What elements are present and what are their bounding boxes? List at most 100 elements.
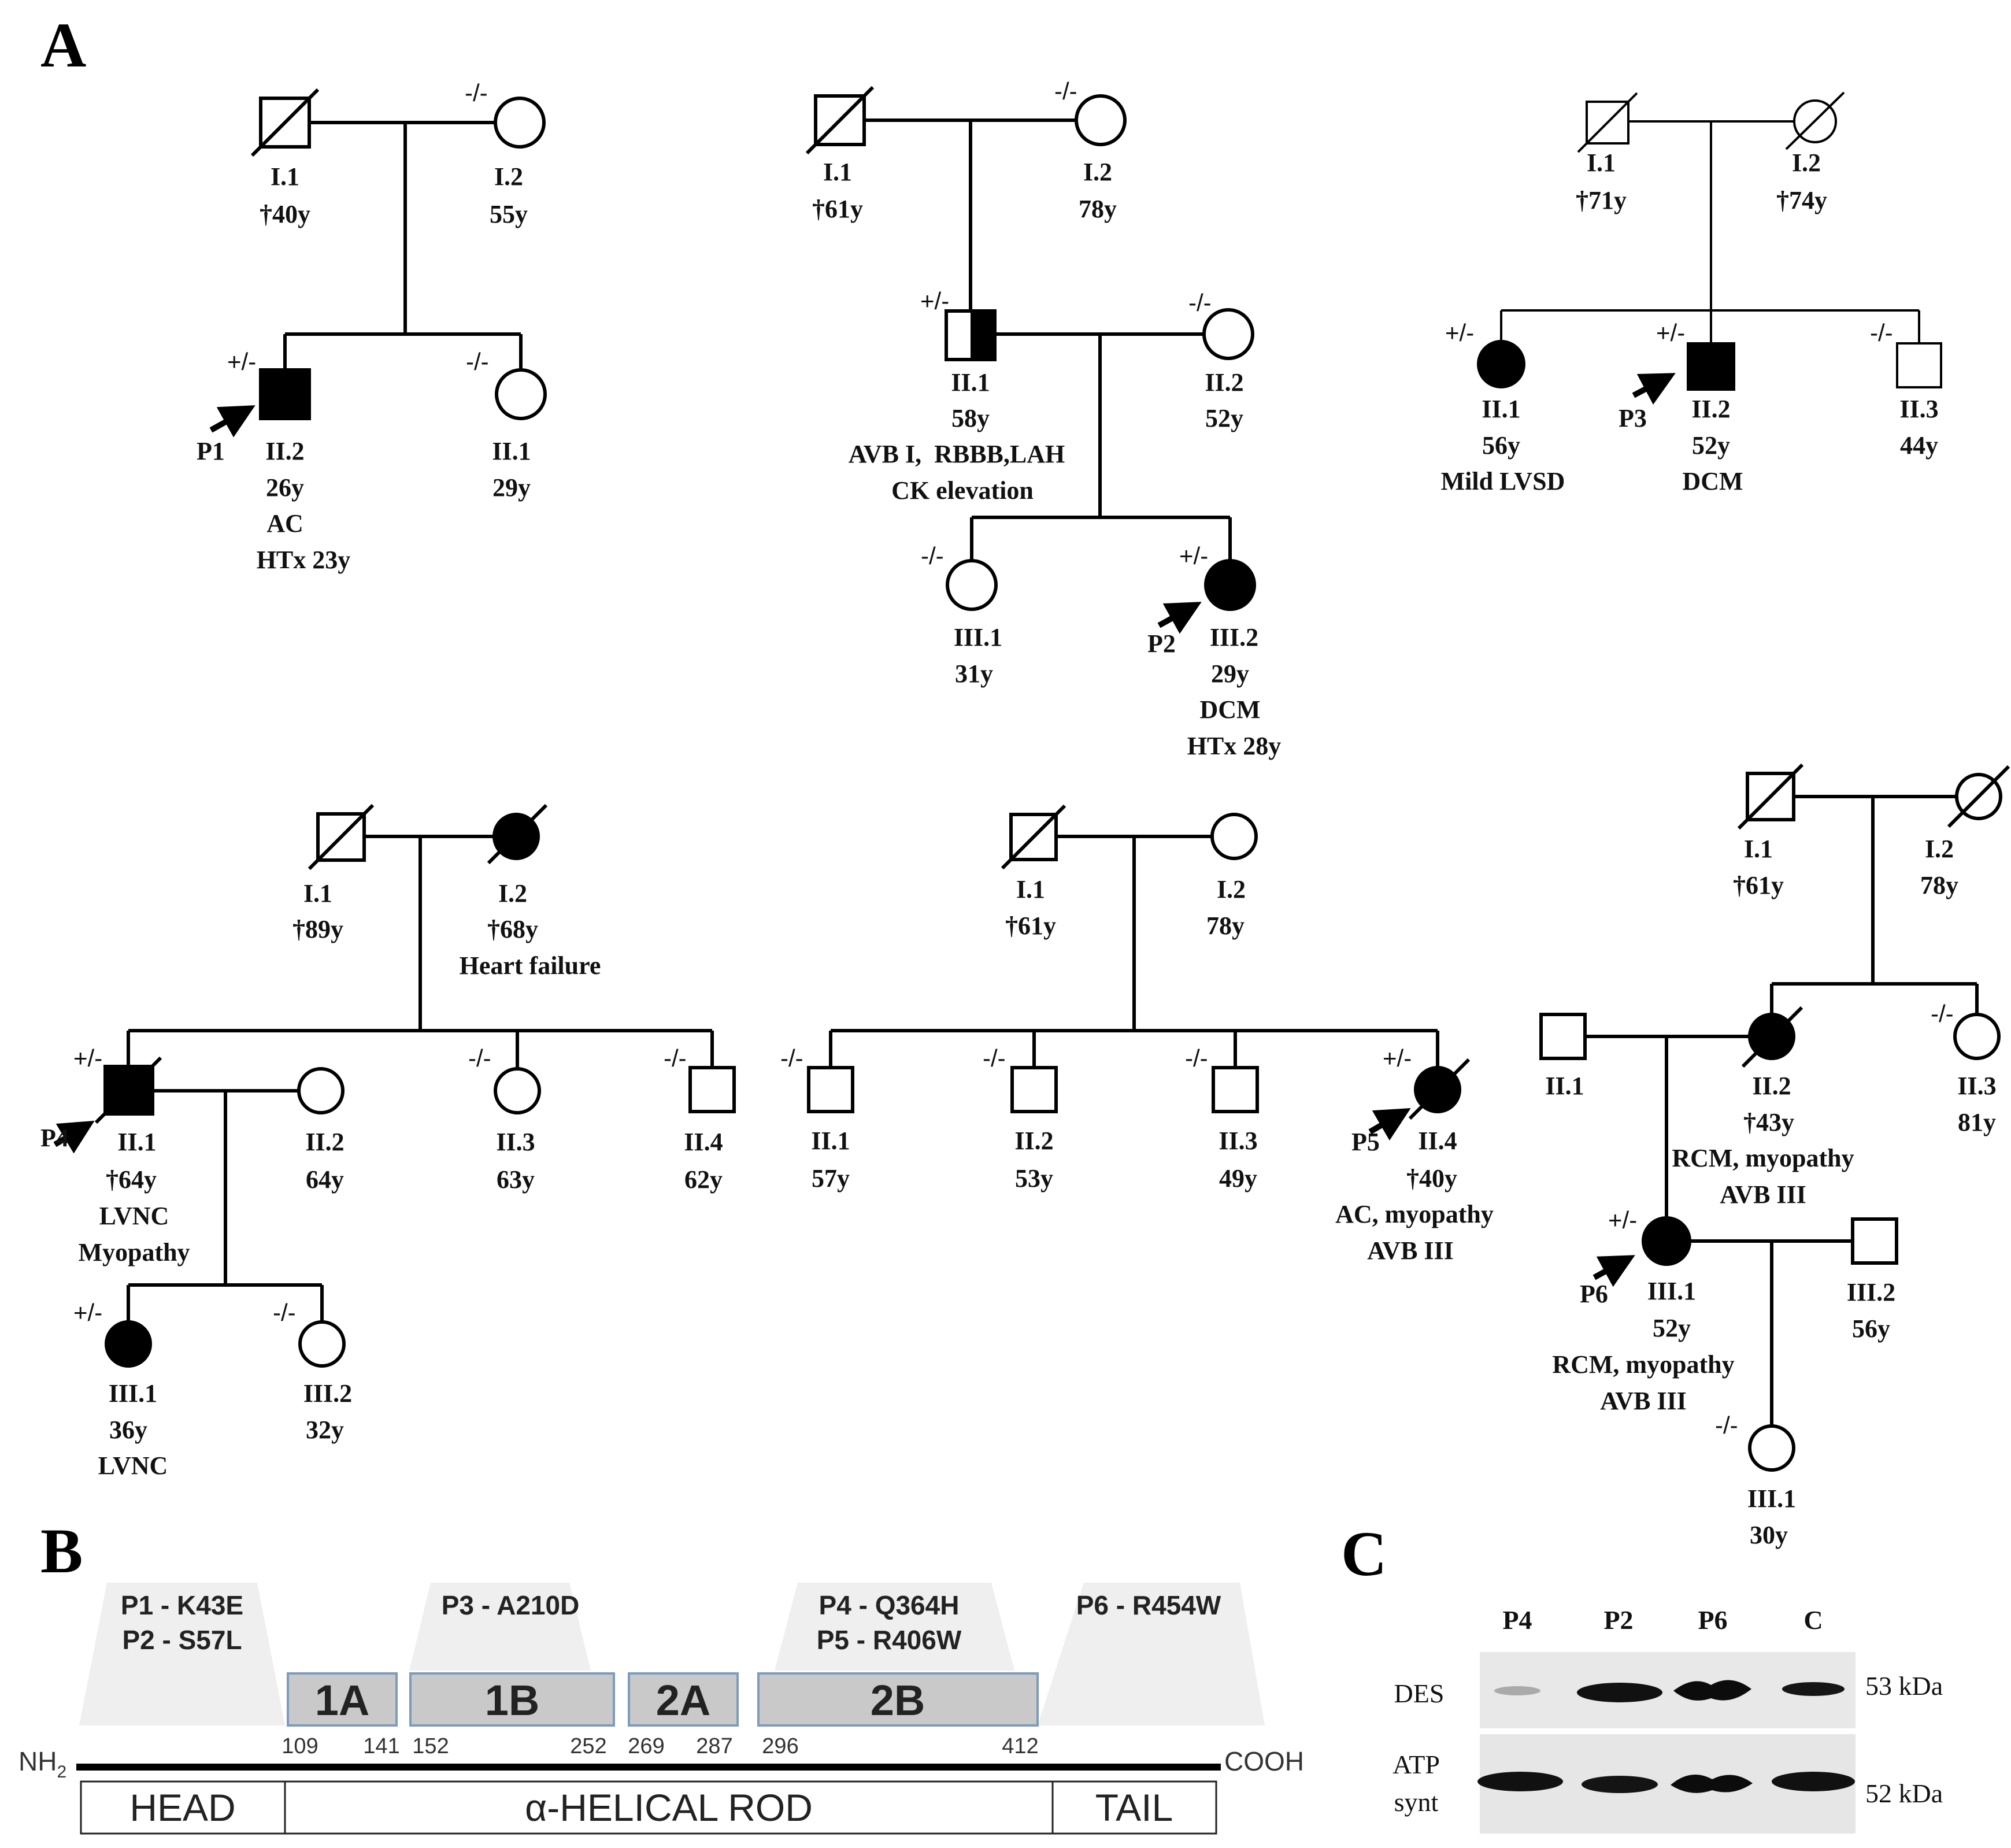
id-label: II.2 — [1752, 1072, 1791, 1100]
mutation-label: P1 - K43E — [121, 1590, 243, 1620]
domain-1b — [409, 1672, 615, 1727]
diagnosis: Mild LVSD — [1441, 467, 1565, 495]
row-label-atp: synt — [1394, 1787, 1439, 1817]
age-label: 58y — [951, 404, 990, 432]
lane-label: P6 — [1698, 1605, 1727, 1635]
fam4-II4-square — [688, 1066, 736, 1113]
diagnosis: CK elevation — [891, 476, 1034, 505]
row-label-atp: ATP — [1392, 1750, 1440, 1779]
pedigree-family-3 — [1477, 91, 1942, 405]
genotype: +/- — [227, 348, 256, 375]
fam2-I2-circle — [1075, 94, 1127, 146]
fam1-I2-circle — [494, 97, 546, 149]
fam3-II1-circle-affected — [1477, 340, 1525, 388]
lane-label: P2 — [1603, 1605, 1633, 1635]
proband-label: P6 — [1580, 1280, 1608, 1308]
fam1-II2-square-affected — [259, 368, 311, 420]
region-head — [80, 1780, 286, 1835]
fam2-III1-circle — [946, 559, 998, 611]
domain-2a — [628, 1672, 739, 1727]
region-label: TAIL — [1095, 1786, 1173, 1829]
fam4-III1-circle-affected — [105, 1320, 152, 1368]
id-label: II.2 — [305, 1128, 344, 1156]
genotype: -/- — [273, 1299, 296, 1326]
diagnosis: AVB III — [1600, 1387, 1687, 1415]
id-label: I.1 — [303, 879, 332, 908]
fam6-III2-square — [1851, 1217, 1898, 1265]
id-label: II.1 — [1545, 1072, 1584, 1100]
genotype: -/- — [466, 348, 489, 375]
age-label: 62y — [684, 1165, 723, 1194]
diagnosis: AC, myopathy — [1335, 1200, 1494, 1228]
position-label: 269 — [628, 1734, 664, 1758]
row-label-des: DES — [1394, 1679, 1445, 1708]
fam3-II2-square-affected — [1687, 342, 1735, 391]
id-label: II.1 — [117, 1128, 156, 1156]
position-label: 296 — [762, 1734, 798, 1758]
domain-label: 2B — [871, 1676, 925, 1724]
fam6-III1-circle-affected — [1642, 1216, 1691, 1266]
id-label: III.1 — [109, 1379, 157, 1408]
domain-2b — [757, 1672, 1039, 1727]
fam1-II1-circle — [495, 368, 547, 420]
age-label: †64y — [106, 1165, 157, 1194]
genotype: -/- — [1870, 319, 1893, 346]
id-label: II.3 — [1899, 395, 1938, 423]
age-label: 30y — [1750, 1521, 1788, 1549]
age-label: †40y — [1406, 1164, 1457, 1193]
genotype: +/- — [920, 287, 949, 314]
id-label: II.1 — [951, 368, 990, 397]
panel-label-a: A — [40, 10, 86, 80]
id-label: I.2 — [1792, 149, 1821, 177]
diagnosis: RCM, myopathy — [1552, 1350, 1734, 1379]
id-label: II.2 — [265, 437, 304, 465]
id-label: I.1 — [1587, 149, 1616, 177]
age-label: †68y — [487, 915, 538, 943]
genotype: -/- — [1185, 1045, 1208, 1072]
fam2-II2-circle — [1202, 308, 1254, 360]
id-label: II.4 — [684, 1128, 723, 1156]
id-label: III.1 — [1647, 1277, 1696, 1305]
age-label: 52y — [1653, 1314, 1691, 1342]
id-label: II.1 — [492, 437, 531, 465]
mw-label: 53 kDa — [1865, 1671, 1943, 1701]
lane-label: C — [1803, 1605, 1823, 1635]
age-label: 26y — [266, 473, 304, 502]
age-label: 52y — [1692, 431, 1730, 460]
genotype: -/- — [780, 1045, 803, 1072]
age-label: 29y — [1211, 660, 1249, 688]
genotype: +/- — [73, 1299, 102, 1326]
mutation-label: P5 - R406W — [817, 1625, 962, 1655]
age-label: †61y — [1733, 871, 1784, 899]
band-des-c — [1782, 1682, 1845, 1696]
proband-label: P5 — [1351, 1128, 1380, 1156]
id-label: II.2 — [1205, 368, 1243, 397]
age-label: †89y — [292, 915, 343, 943]
diagnosis: LVNC — [98, 1451, 168, 1480]
age-label: 56y — [1852, 1314, 1890, 1343]
age-label: 52y — [1205, 404, 1243, 432]
genotype: +/- — [1445, 319, 1474, 346]
fam4-II3-circle — [494, 1067, 541, 1114]
mutation-label: P3 - A210D — [442, 1590, 580, 1620]
age-label: †74y — [1776, 186, 1827, 214]
fam5-II1-square — [807, 1066, 854, 1113]
age-label: 31y — [955, 660, 993, 688]
diagnosis: LVNC — [99, 1202, 169, 1230]
age-label: †61y — [812, 195, 863, 223]
diagnosis: DCM — [1199, 695, 1260, 724]
age-label: 29y — [492, 473, 531, 502]
fam4-II2-circle — [297, 1067, 345, 1114]
diagnosis: DCM — [1682, 467, 1743, 495]
band-des-p2 — [1577, 1683, 1662, 1702]
id-label: I.2 — [1925, 835, 1954, 863]
id-label: II.4 — [1418, 1127, 1457, 1155]
fam6-IV1-circle — [1748, 1424, 1795, 1472]
id-label: I.2 — [498, 879, 527, 908]
n-terminus-label: NH2 — [18, 1746, 66, 1782]
genotype: +/- — [73, 1045, 102, 1072]
genotype: -/- — [465, 79, 488, 106]
id-label: I.1 — [271, 162, 299, 191]
genotype: -/- — [1054, 77, 1077, 105]
proband-label: P4 — [40, 1124, 69, 1152]
